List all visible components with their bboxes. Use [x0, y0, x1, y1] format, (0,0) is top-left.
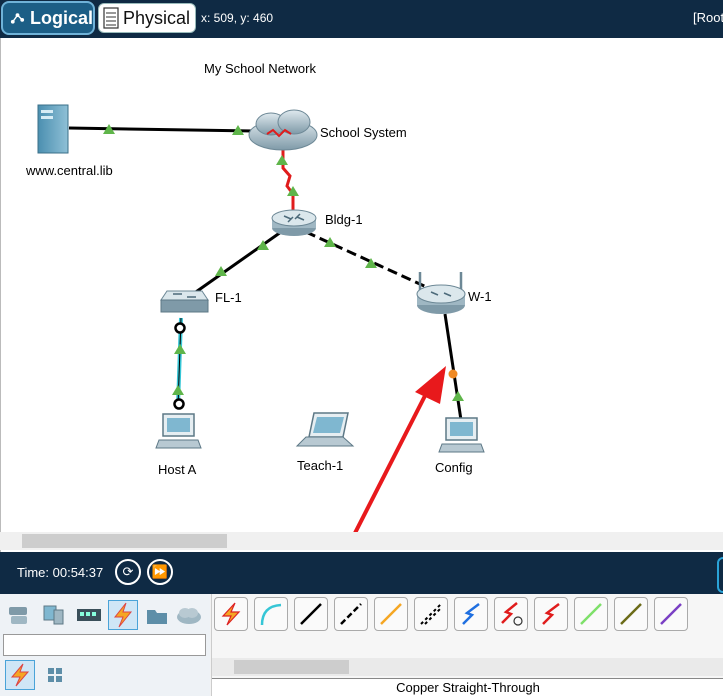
link-up-icon	[232, 125, 244, 135]
link-wireless-config[interactable]	[443, 313, 463, 421]
misc-icon[interactable]	[142, 600, 172, 630]
logical-workspace[interactable]: My School Network www.central.lib	[0, 38, 723, 552]
link-negotiating-icon	[448, 369, 458, 379]
rack-icon	[103, 7, 119, 29]
device-label-config: Config	[435, 460, 473, 475]
link-up-icon	[324, 237, 336, 247]
end-devices-icon[interactable]	[38, 600, 68, 630]
console-icon	[260, 603, 282, 626]
router-icon[interactable]	[271, 209, 317, 236]
cable-selection-panel: Copper Straight-Through	[211, 594, 723, 697]
cable-serial-dte[interactable]	[534, 597, 568, 631]
reset-icon: ⟳	[122, 564, 134, 579]
fast-forward-icon: ⏩	[151, 564, 169, 579]
device-label-router: Bldg-1	[325, 212, 363, 227]
coaxial-icon	[462, 603, 480, 625]
console-port-icon	[174, 322, 186, 334]
cable-usb[interactable]	[654, 597, 688, 631]
grid-icon	[48, 668, 62, 682]
connections-icon[interactable]	[108, 600, 138, 630]
device-label-switch: FL-1	[215, 290, 242, 305]
link-up-icon	[257, 240, 269, 250]
wireless-router-icon[interactable]	[416, 272, 466, 314]
device-label-cloud: School System	[320, 125, 407, 140]
annotation-arrow-icon	[353, 366, 446, 532]
link-up-icon	[103, 124, 115, 134]
topology-canvas[interactable]: My School Network www.central.lib	[1, 38, 723, 532]
cable-automatic[interactable]	[214, 597, 248, 631]
link-server-cloud[interactable]	[68, 126, 255, 133]
link-up-icon	[452, 391, 464, 401]
laptop-icon[interactable]	[295, 412, 355, 447]
subcategory-grid[interactable]	[40, 660, 70, 690]
cable-scrollbar[interactable]	[212, 658, 723, 676]
device-label-teach: Teach-1	[297, 458, 343, 473]
network-devices-icon[interactable]	[4, 600, 34, 630]
link-up-icon	[287, 186, 299, 196]
cable-copper-straight[interactable]	[294, 597, 328, 631]
usb-icon	[660, 603, 682, 625]
cable-octal[interactable]	[574, 597, 608, 631]
realtime-toggle[interactable]	[717, 557, 723, 593]
pc-icon[interactable]	[155, 413, 202, 449]
cable-console[interactable]	[254, 597, 288, 631]
multiuser-icon[interactable]	[174, 600, 204, 630]
components-icon[interactable]	[74, 600, 104, 630]
scrollbar-thumb[interactable]	[22, 534, 227, 548]
link-up-icon	[276, 155, 288, 165]
serial-dce-icon	[501, 602, 523, 626]
fast-forward-button[interactable]: ⏩	[147, 559, 173, 585]
cable-copper-cross[interactable]	[334, 597, 368, 631]
cable-iot-custom[interactable]	[614, 597, 648, 631]
cable-fiber[interactable]	[374, 597, 408, 631]
cable-coaxial[interactable]	[454, 597, 488, 631]
selected-cable-name: Copper Straight-Through	[212, 678, 723, 697]
link-cloud-router-serial[interactable]	[281, 148, 295, 210]
root-label[interactable]: [Root]	[693, 10, 723, 25]
copper-cross-icon	[340, 603, 362, 625]
logical-icon	[10, 13, 25, 24]
time-bar: Time: 00:54:37 ⟳ ⏩	[0, 552, 723, 594]
fiber-icon	[380, 603, 402, 625]
device-category-panel	[0, 594, 210, 696]
cable-serial-dce[interactable]	[494, 597, 528, 631]
simulation-time: Time: 00:54:37	[17, 565, 104, 580]
serial-dte-icon	[542, 603, 560, 625]
scrollbar-thumb[interactable]	[234, 660, 349, 674]
cloud-icon[interactable]	[248, 109, 318, 151]
tab-physical-label: Physical	[123, 7, 191, 28]
link-up-icon	[174, 344, 186, 354]
device-label-server: www.central.lib	[25, 163, 113, 178]
link-up-icon	[215, 266, 227, 276]
phone-icon	[420, 603, 442, 625]
switch-icon[interactable]	[160, 290, 209, 313]
pc-icon[interactable]	[438, 417, 485, 453]
copper-straight-icon	[300, 603, 322, 625]
cable-phone[interactable]	[414, 597, 448, 631]
tab-physical[interactable]: Physical	[98, 3, 196, 33]
bottom-panel: Copper Straight-Through	[0, 594, 723, 697]
server-icon[interactable]	[37, 104, 69, 154]
connections-icon	[10, 663, 30, 687]
iot-custom-icon	[620, 603, 642, 625]
automatic-icon	[221, 602, 241, 626]
device-label-wireless: W-1	[468, 289, 492, 304]
link-up-icon	[365, 258, 377, 268]
subcategory-connections[interactable]	[5, 660, 35, 690]
coordinate-readout: x: 509, y: 460	[201, 11, 274, 25]
workspace-scrollbar[interactable]	[0, 532, 723, 550]
tab-logical[interactable]: Logical	[1, 1, 95, 35]
link-router-switch[interactable]	[192, 230, 282, 296]
power-cycle-button[interactable]: ⟳	[115, 559, 141, 585]
top-bar: Logical Physical x: 509, y: 460 [Root]	[0, 0, 723, 38]
network-title: My School Network	[204, 61, 316, 76]
device-label-host-a: Host A	[158, 462, 197, 477]
console-port-icon	[173, 398, 185, 410]
link-up-icon	[172, 385, 184, 395]
tab-logical-label: Logical	[29, 7, 93, 28]
device-search-input[interactable]	[3, 634, 206, 656]
octal-icon	[580, 603, 602, 625]
